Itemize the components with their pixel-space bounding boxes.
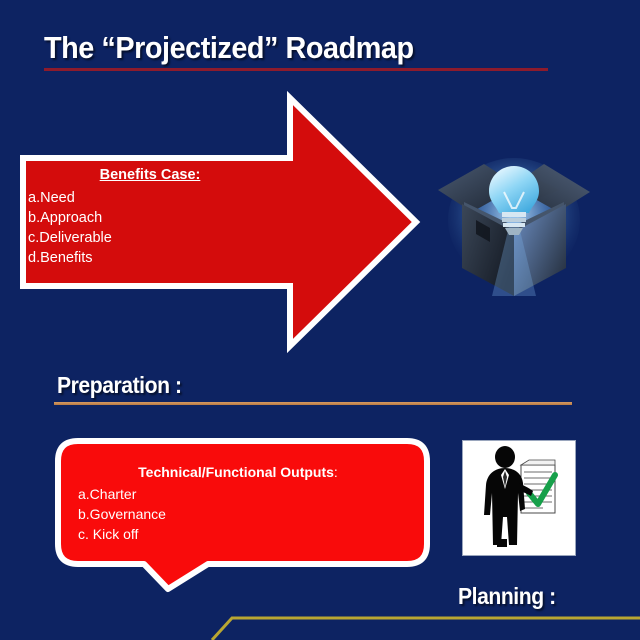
bubble-shape [55, 438, 430, 592]
benefits-case-item: b.Approach [28, 210, 103, 226]
checklist-document [519, 459, 558, 514]
technical-outputs-bubble [52, 432, 437, 597]
benefits-case-item: a.Need [28, 190, 75, 206]
technical-outputs-item: a.Charter [78, 486, 137, 502]
arrow-shape [20, 90, 421, 354]
gold-path-line [210, 616, 640, 640]
benefits-case-item: d.Benefits [28, 250, 93, 266]
businessman-silhouette [484, 446, 533, 547]
technical-outputs-heading: Technical/Functional Outputs: [138, 464, 338, 480]
technical-outputs-item: b.Governance [78, 506, 166, 522]
benefits-case-item: c.Deliverable [28, 230, 112, 246]
tie-detail [503, 471, 507, 487]
page-title: The “Projectized” Roadmap [44, 30, 414, 65]
benefits-case-arrow [10, 90, 430, 360]
box-face-left [462, 204, 514, 296]
benefits-case-text-block: Benefits Case: a.Need b.Approach c.Deliv… [28, 165, 286, 268]
planning-heading: Planning : [458, 583, 556, 609]
technical-outputs-text-block: Technical/Functional Outputs: a.Charter … [78, 462, 368, 544]
green-check-icon [526, 472, 558, 507]
title-underline-rule [44, 68, 548, 71]
box-slot [476, 220, 490, 242]
light-beam [492, 206, 536, 296]
planning-gold-path [0, 596, 640, 640]
technical-outputs-item: c. Kick off [78, 526, 139, 542]
benefits-case-heading: Benefits Case: [99, 167, 201, 183]
preparation-underline-rule [54, 402, 572, 405]
preparation-heading: Preparation : [57, 372, 182, 398]
lightbulb [489, 166, 539, 235]
businessman-checklist-image [462, 440, 576, 556]
open-box-lightbulb-image [432, 146, 596, 306]
box-face-right [514, 204, 566, 296]
